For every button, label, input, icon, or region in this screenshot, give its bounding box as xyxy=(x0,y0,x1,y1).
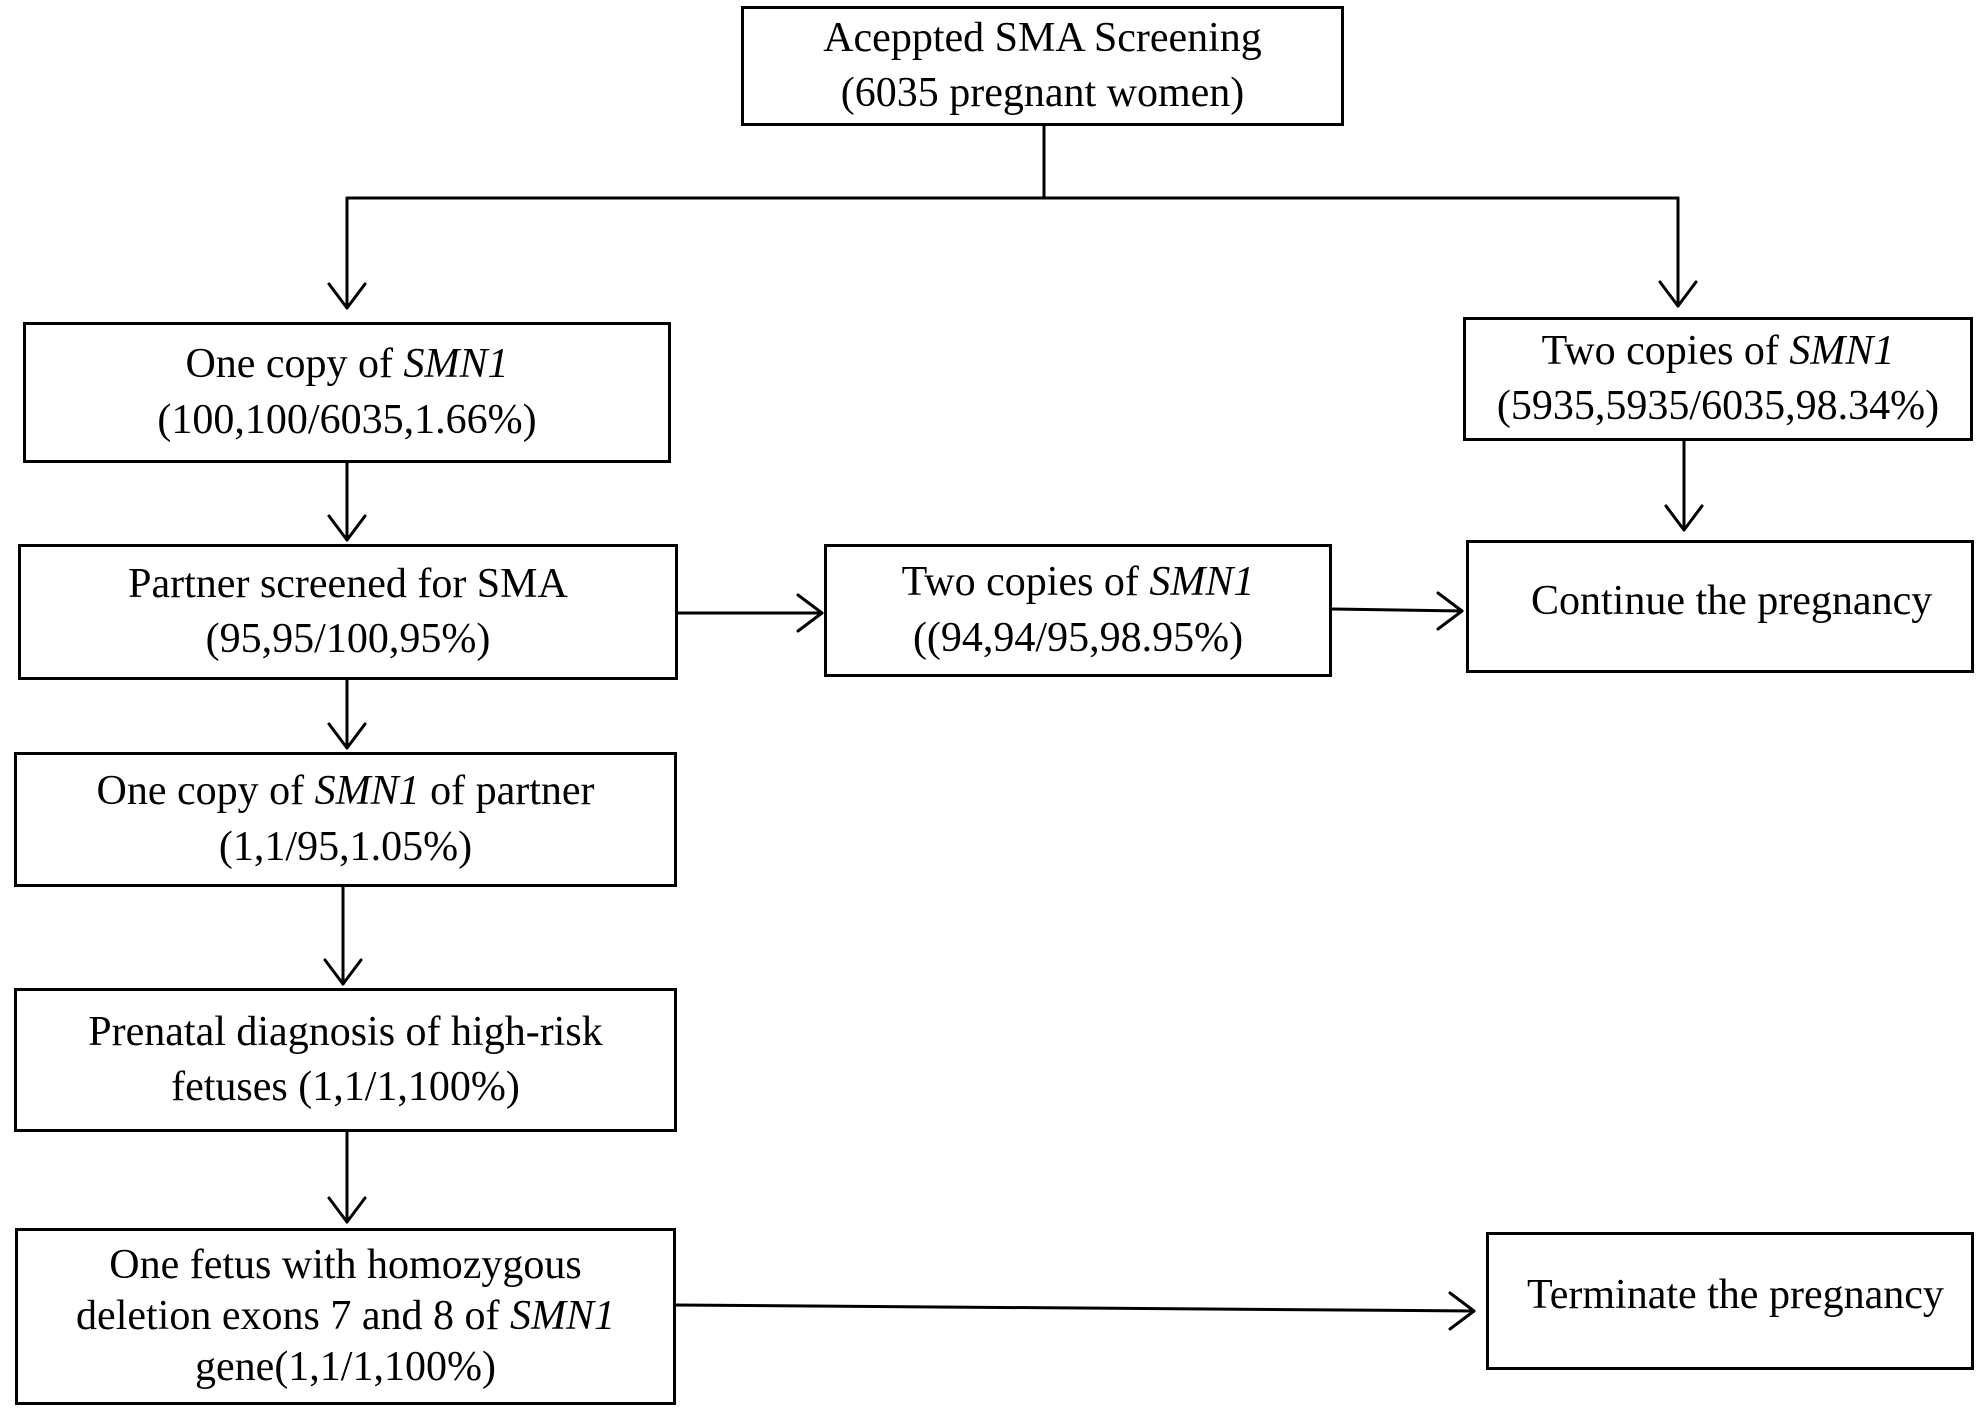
node-partner-one-copy-gene: SMN1 xyxy=(314,768,420,815)
node-fetus-line2: deletion exons 7 and 8 of SMN1 xyxy=(76,1291,615,1342)
node-terminate-pregnancy-label: Terminate the pregnancy xyxy=(1527,1272,1944,1319)
node-prenatal-line2: fetuses (1,1/1,100%) xyxy=(171,1064,520,1110)
node-one-copy-title: One copy of SMN1 xyxy=(185,337,508,392)
arrowhead-to-one-copy xyxy=(327,282,367,310)
node-partner-two-copies-prefix: Two copies of xyxy=(901,559,1150,606)
node-one-copy-smn1: One copy of SMN1 (100,100/6035,1.66%) xyxy=(23,322,671,463)
node-partner-screened: Partner screened for SMA (95,95/100,95%) xyxy=(18,544,678,680)
node-fetus-line1: One fetus with homozygous xyxy=(109,1241,582,1288)
node-fetus-gene: SMN1 xyxy=(509,1292,615,1339)
node-partner-one-copy-suffix: of partner xyxy=(419,768,595,815)
node-partner-one-copy-prefix: One copy of xyxy=(96,768,315,815)
arrowhead-partner-two-copies-to-continue xyxy=(1436,591,1464,631)
arrowhead-partner-to-two-copies xyxy=(796,593,824,633)
node-partner-two-copies-stats: ((94,94/95,98.95%) xyxy=(912,614,1244,661)
node-continue-pregnancy-label: Continue the pregnancy xyxy=(1531,577,1933,624)
node-partner-one-copy-title: One copy of SMN1 of partner xyxy=(96,764,594,819)
node-partner-one-copy-stats: (1,1/95,1.05%) xyxy=(218,823,473,870)
connector-partner-two-copies-to-continue xyxy=(1330,607,1464,613)
node-two-copies-women-gene: SMN1 xyxy=(1789,327,1895,374)
node-two-copies-smn1-women: Two copies of SMN1 (5935,5935/6035,98.34… xyxy=(1463,317,1973,441)
node-partner-one-copy: One copy of SMN1 of partner (1,1/95,1.05… xyxy=(14,752,677,887)
node-accepted-screening-line2: (6035 pregnant women) xyxy=(840,70,1245,116)
node-two-copies-women-title: Two copies of SMN1 xyxy=(1542,324,1895,379)
node-partner-two-copies-title: Two copies of SMN1 xyxy=(902,555,1255,610)
node-fetus-line2-prefix: deletion exons 7 and 8 of xyxy=(76,1292,510,1339)
node-one-copy-prefix: One copy of xyxy=(185,341,404,388)
arrowhead-prenatal-to-fetus xyxy=(327,1196,367,1224)
node-partner-two-copies-gene: SMN1 xyxy=(1149,559,1255,606)
node-accepted-screening-line1: Aceppted SMA Screening xyxy=(823,14,1262,61)
arrowhead-partner-to-one-copy xyxy=(327,722,367,750)
node-terminate-pregnancy: Terminate the pregnancy xyxy=(1486,1232,1974,1370)
node-two-copies-women-prefix: Two copies of xyxy=(1541,327,1790,374)
arrowhead-one-copy-to-prenatal xyxy=(323,958,363,986)
node-partner-screened-stats: (95,95/100,95%) xyxy=(205,616,491,662)
node-fetus-deletion: One fetus with homozygous deletion exons… xyxy=(15,1228,676,1405)
arrowhead-fetus-to-terminate xyxy=(1448,1291,1476,1331)
node-prenatal-diagnosis: Prenatal diagnosis of high-risk fetuses … xyxy=(14,988,677,1132)
node-partner-screened-title: Partner screened for SMA xyxy=(128,560,568,607)
node-partner-two-copies: Two copies of SMN1 ((94,94/95,98.95%) xyxy=(824,544,1332,677)
node-prenatal-line1: Prenatal diagnosis of high-risk xyxy=(88,1008,603,1055)
node-one-copy-stats: (100,100/6035,1.66%) xyxy=(157,396,537,443)
node-one-copy-gene: SMN1 xyxy=(403,341,509,388)
node-two-copies-women-stats: (5935,5935/6035,98.34%) xyxy=(1496,383,1940,429)
node-fetus-line3: gene(1,1/1,100%) xyxy=(195,1344,496,1391)
node-continue-pregnancy: Continue the pregnancy xyxy=(1466,540,1974,673)
arrowhead-two-copies-to-continue xyxy=(1664,504,1704,532)
arrowhead-one-copy-to-partner xyxy=(327,514,367,542)
node-accepted-screening: Aceppted SMA Screening (6035 pregnant wo… xyxy=(741,6,1344,126)
connector-fetus-to-terminate xyxy=(674,1303,1476,1313)
arrowhead-to-two-copies-women xyxy=(1658,280,1698,308)
